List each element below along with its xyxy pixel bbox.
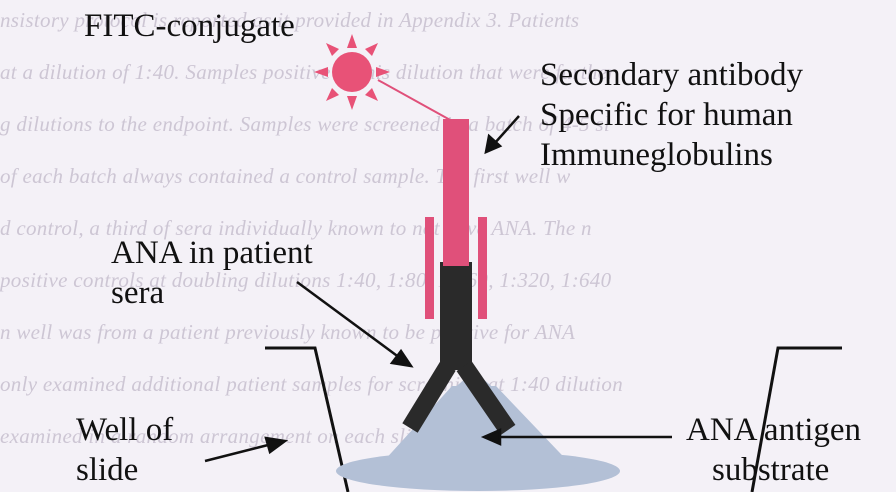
- arrow-well-head: [266, 438, 285, 452]
- label-ana-antigen: ANA antigen: [686, 410, 861, 450]
- secondary-antibody-stem: [443, 119, 469, 266]
- arrow-secondary-antibody: [494, 116, 519, 144]
- label-fitc-conjugate: FITC-conjugate: [84, 6, 295, 46]
- ana-antibody-stem: [440, 262, 472, 370]
- label-slide: slide: [76, 450, 138, 490]
- label-sera: sera: [111, 273, 164, 313]
- label-immuneglobulins: Immuneglobulins: [540, 135, 773, 175]
- label-ana-in-patient: ANA in patient: [111, 233, 313, 273]
- fitc-link-line: [378, 80, 452, 121]
- secondary-antibody-arm-right: [478, 217, 487, 319]
- label-specific-for-human: Specific for human: [540, 95, 793, 135]
- label-well-of: Well of: [76, 410, 173, 450]
- arrow-well: [205, 444, 272, 461]
- fitc-sun-icon: [314, 34, 390, 110]
- secondary-antibody-arm-left: [425, 217, 434, 319]
- well-left-wall: [265, 348, 348, 492]
- label-substrate: substrate: [712, 450, 829, 490]
- label-secondary-antibody: Secondary antibody: [540, 55, 803, 95]
